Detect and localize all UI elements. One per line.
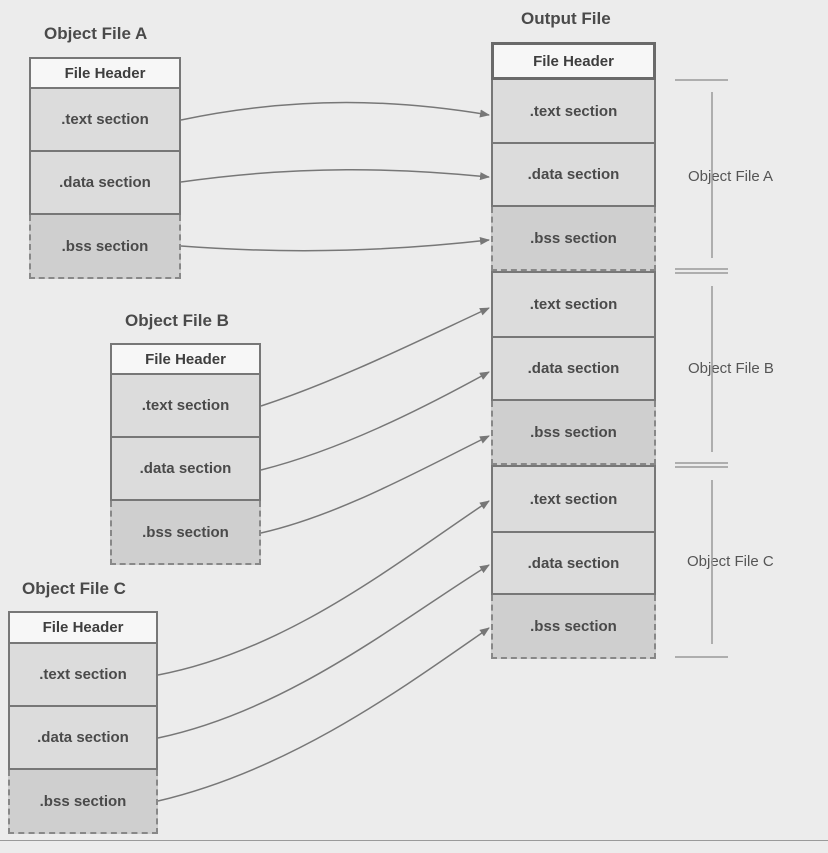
object-file-a-text-section: .text section xyxy=(29,89,181,152)
arrow-b-bss xyxy=(260,435,490,534)
output-b-text-section: .text section xyxy=(491,271,656,338)
arrow-a-bss xyxy=(180,237,490,252)
object-file-a-title: Object File A xyxy=(44,24,148,43)
object-file-c-data-section: .data section xyxy=(8,707,158,770)
arrow-a-data xyxy=(180,169,490,183)
arrow-c-data xyxy=(157,564,490,739)
output-group-a-label: Object File A xyxy=(688,168,774,185)
object-file-a-data-section: .data section xyxy=(29,152,181,215)
arrow-b-text xyxy=(260,307,490,407)
output-file-title: Output File xyxy=(521,9,611,28)
group-bracket-a xyxy=(675,79,728,258)
output-c-bss-section: .bss section xyxy=(491,595,656,659)
arrow-c-text xyxy=(157,500,490,676)
output-a-data-section: .data section xyxy=(491,144,656,207)
output-b-data-section: .data section xyxy=(491,338,656,401)
group-bracket-c xyxy=(675,462,728,658)
arrow-b-data xyxy=(260,371,490,471)
bottom-divider xyxy=(0,840,828,841)
object-file-b-bss-section: .bss section xyxy=(110,501,261,565)
object-file-c-title: Object File C xyxy=(22,579,126,598)
object-file-c-text-section: .text section xyxy=(8,644,158,707)
output-group-c-label: Object File C xyxy=(687,553,774,570)
object-file-a-header: File Header xyxy=(29,57,181,89)
object-file-c-bss-section: .bss section xyxy=(8,770,158,834)
object-file-b-title: Object File B xyxy=(125,311,229,330)
object-file-b-header: File Header xyxy=(110,343,261,375)
group-bracket-b xyxy=(675,268,728,452)
output-a-bss-section: .bss section xyxy=(491,207,656,271)
output-c-data-section: .data section xyxy=(491,533,656,595)
object-file-b-data-section: .data section xyxy=(110,438,261,501)
object-file-b-text-section: .text section xyxy=(110,375,261,438)
object-file-c-header: File Header xyxy=(8,611,158,644)
arrow-c-bss xyxy=(157,627,490,802)
arrow-a-text xyxy=(180,101,490,121)
object-file-a-bss-section: .bss section xyxy=(29,215,181,279)
output-file-header: File Header xyxy=(491,42,656,80)
output-group-b-label: Object File B xyxy=(688,360,774,377)
output-b-bss-section: .bss section xyxy=(491,401,656,465)
output-a-text-section: .text section xyxy=(491,80,656,144)
output-c-text-section: .text section xyxy=(491,465,656,533)
